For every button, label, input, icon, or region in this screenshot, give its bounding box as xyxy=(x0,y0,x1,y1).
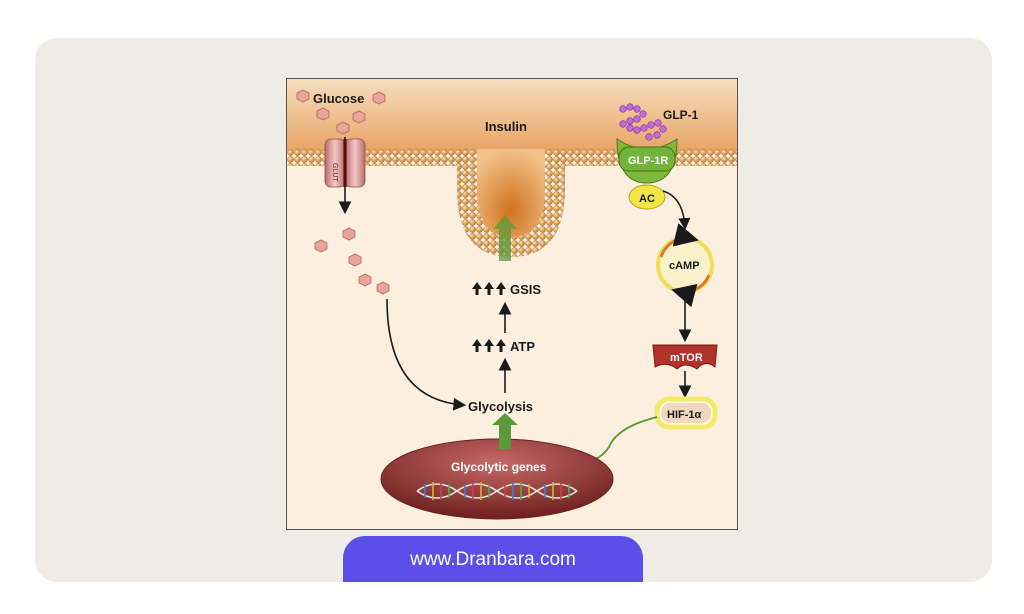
glut-transporter: GLUT xyxy=(324,137,366,215)
membrane-segment-left xyxy=(287,149,467,166)
glp1r-receptor: GLP-1R xyxy=(616,138,678,184)
glucose-molecules xyxy=(296,89,390,295)
camp-cycle: cAMP xyxy=(656,223,714,308)
hif-label: HIF-1α xyxy=(667,409,702,421)
ac-label: AC xyxy=(639,193,655,205)
glucose-hexagon-icon xyxy=(296,89,310,103)
mtor-kinase: mTOR xyxy=(652,344,718,370)
mtor-label: mTOR xyxy=(670,352,703,364)
camp-label: cAMP xyxy=(669,260,700,272)
hif1a-factor: HIF-1α xyxy=(654,396,718,430)
nucleus: Glycolytic genes xyxy=(380,438,614,520)
glucose-hexagon-icon xyxy=(352,110,366,124)
insulin-secretion-arrow xyxy=(493,215,517,261)
glucose-to-glycolysis-arrow xyxy=(386,298,467,411)
glycolysis-label: Glycolysis xyxy=(468,399,533,414)
membrane-invagination xyxy=(457,149,565,257)
insulin-label: Insulin xyxy=(485,119,527,134)
glucose-hexagon-icon xyxy=(336,121,350,135)
glucose-hexagon-icon xyxy=(342,227,356,241)
glp1r-label: GLP-1R xyxy=(628,155,668,167)
pathway-diagram: GLUT Glucose Insulin GLP-1 GLP-1R AC xyxy=(286,78,738,530)
glycolytic-genes-label: Glycolytic genes xyxy=(451,460,547,474)
glucose-hexagon-icon xyxy=(316,107,330,121)
insulin-vesicle xyxy=(477,149,545,237)
gene-expression-arrow xyxy=(492,413,518,449)
glucose-hexagon-icon xyxy=(348,253,362,267)
glucose-hexagon-icon xyxy=(372,91,386,105)
diagram-canvas: GLUT Glucose Insulin GLP-1 GLP-1R AC xyxy=(287,79,737,520)
glp1-label: GLP-1 xyxy=(663,108,699,122)
ac-enzyme: AC xyxy=(628,184,666,210)
gsis-label: GSIS xyxy=(510,282,541,297)
glut-label: GLUT xyxy=(331,163,338,182)
glp1-peptide xyxy=(619,103,667,141)
triple-up-arrow-icon xyxy=(472,339,506,352)
glucose-hexagon-icon xyxy=(376,281,390,295)
glucose-label: Glucose xyxy=(313,91,364,106)
website-banner[interactable]: www.Dranbara.com xyxy=(343,536,643,582)
atp-label: ATP xyxy=(510,339,535,354)
dna-helix-icon xyxy=(416,482,578,500)
glucose-hexagon-icon xyxy=(358,273,372,287)
triple-up-arrow-icon xyxy=(472,282,506,295)
glucose-hexagon-icon xyxy=(314,239,328,253)
